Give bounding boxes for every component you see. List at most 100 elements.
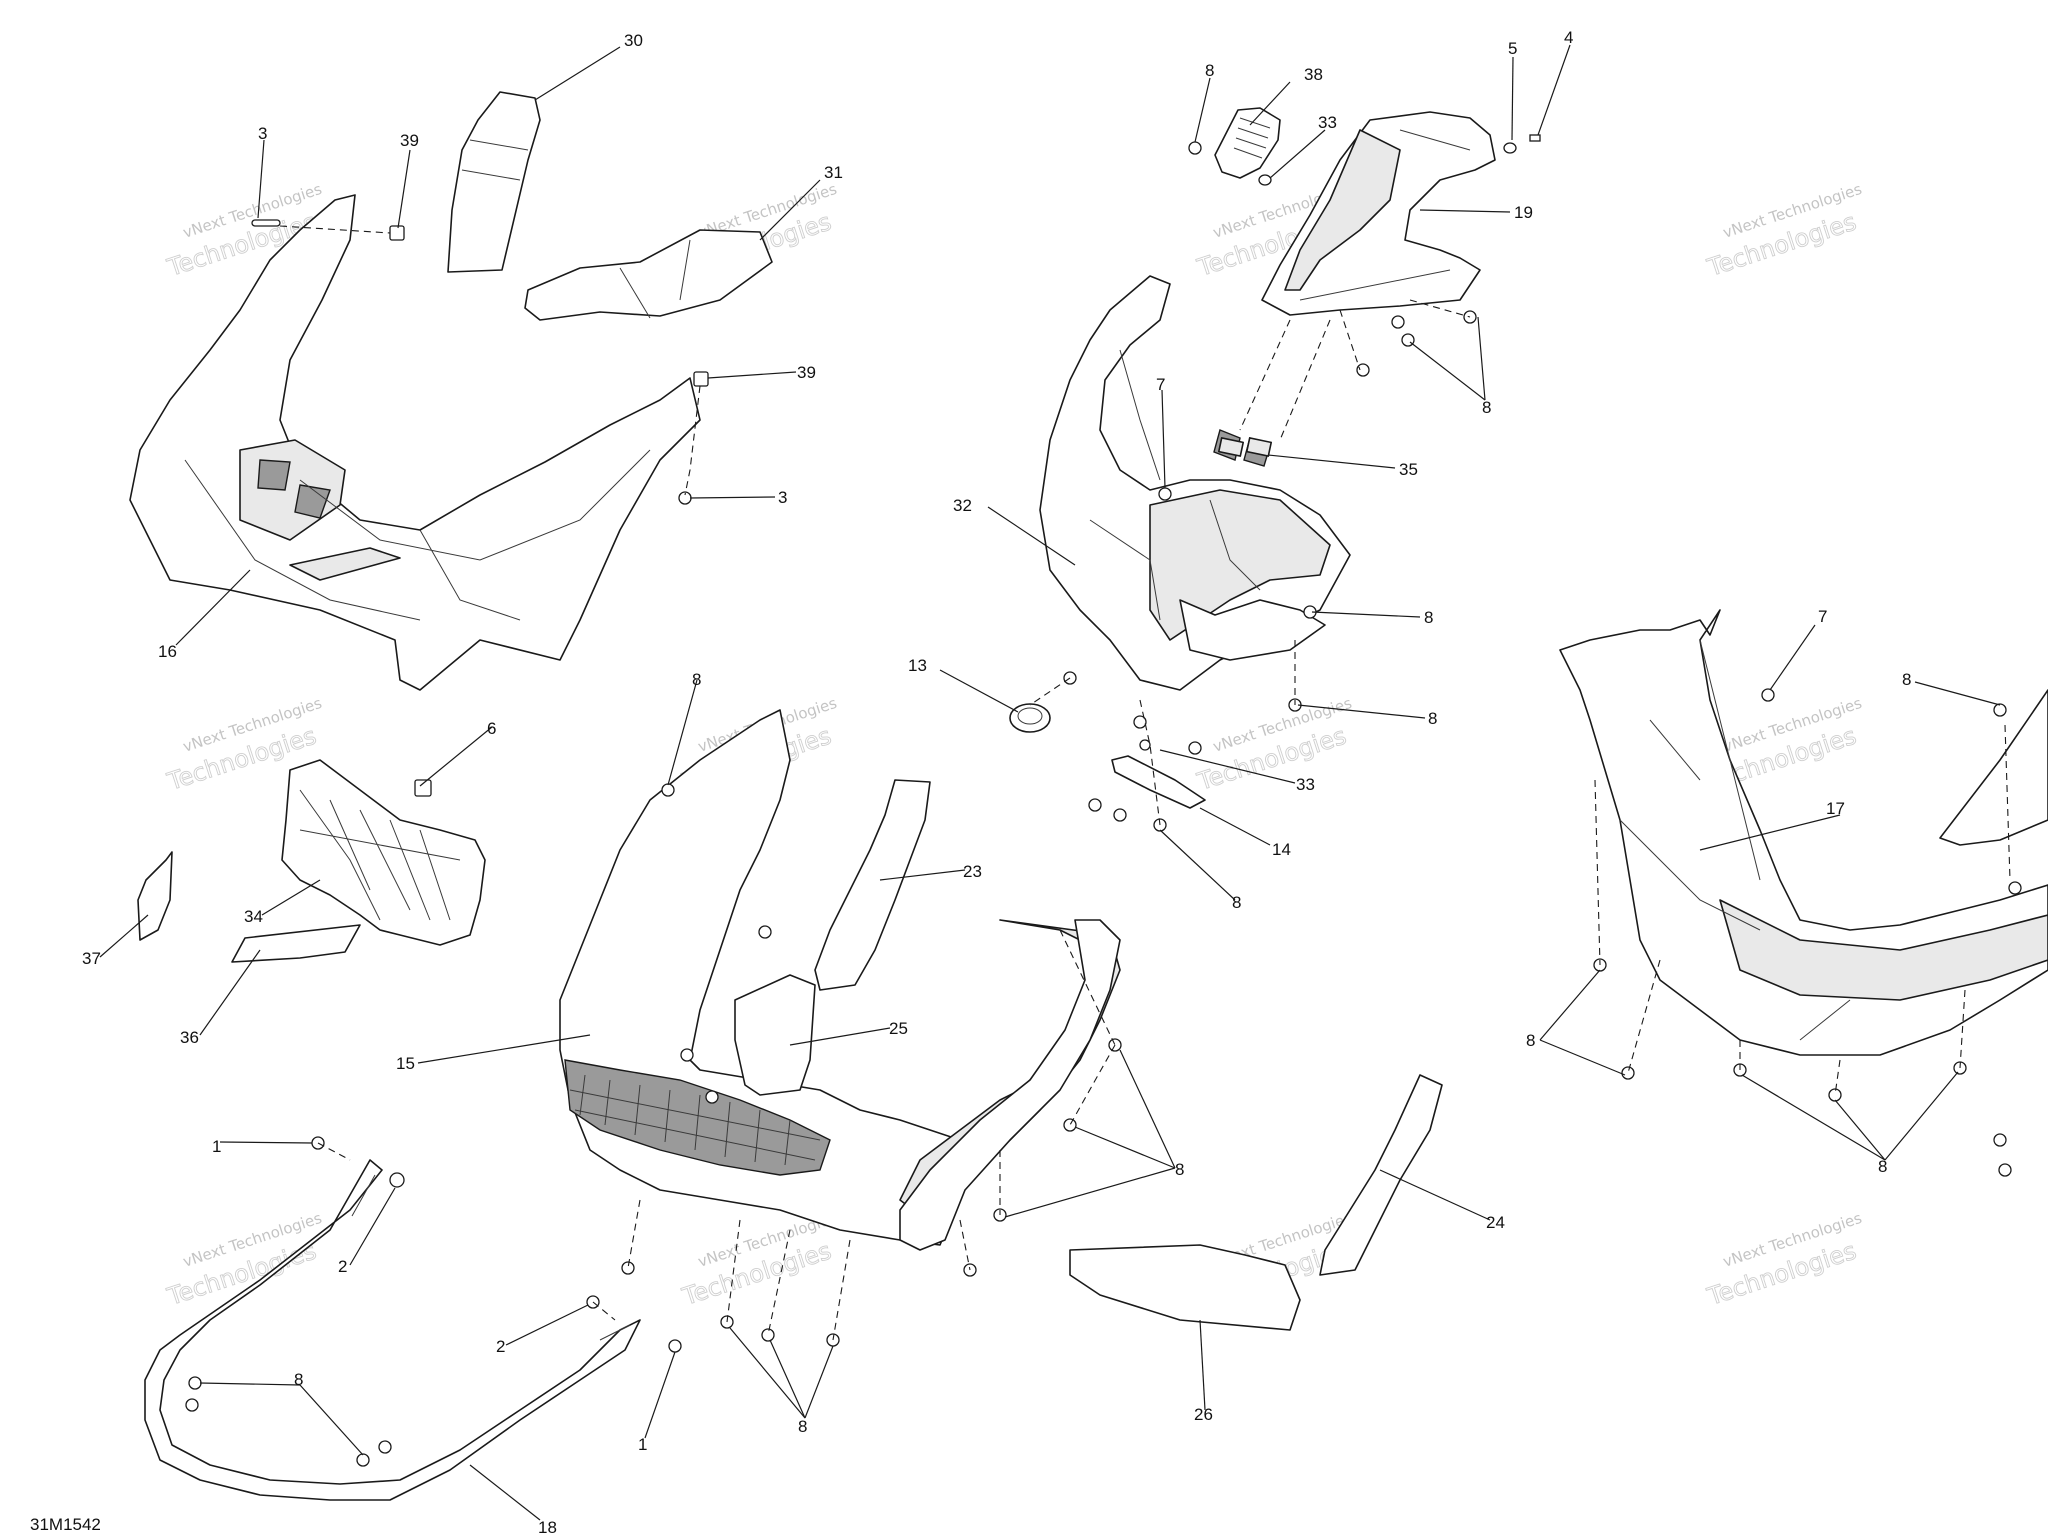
- callout-label: 16: [158, 642, 177, 661]
- bolt-icon: [1188, 141, 1202, 155]
- callout-label: 3: [258, 124, 267, 143]
- clip-icon: [414, 779, 432, 797]
- callout-label: 15: [396, 1054, 415, 1073]
- callout-label: 8: [1428, 709, 1437, 728]
- part-15-lower-front: [559, 709, 1121, 1251]
- part-19-duct: [1261, 111, 1496, 316]
- callout-label: 1: [638, 1435, 647, 1454]
- callout-label: 36: [180, 1028, 199, 1047]
- part-24-pad: [1319, 1074, 1443, 1276]
- part-38-vent: [1214, 107, 1281, 179]
- part-36-pad: [231, 924, 361, 963]
- part-23-pad: [814, 779, 931, 991]
- callout-label: 39: [400, 131, 419, 150]
- callout-labels: 30 3 39 31 39 3 16 8 38 33 5 4 19 8 7 35…: [82, 28, 1911, 1536]
- callout-label: 33: [1318, 113, 1337, 132]
- bolt-icon: [356, 1453, 370, 1467]
- callout-label: 8: [1902, 670, 1911, 689]
- callout-label: 8: [1205, 61, 1214, 80]
- bolt-icon: [661, 783, 675, 797]
- part-16-upper-cowl: [129, 194, 701, 691]
- watermark: vNext Technologies Technologies: [1703, 180, 1864, 283]
- bolt-icon: [389, 1172, 405, 1188]
- callout-label: 19: [1514, 203, 1533, 222]
- callout-label: 30: [624, 31, 643, 50]
- callout-label: 23: [963, 862, 982, 881]
- callout-label: 38: [1304, 65, 1323, 84]
- bolt-icon: [1993, 703, 2007, 717]
- bolt-icon: [1356, 363, 1370, 377]
- callout-label: 6: [487, 719, 496, 738]
- bolt-icon: [378, 1440, 392, 1454]
- bolt-icon: [1993, 1133, 2007, 1147]
- bolt-icon: [705, 1090, 719, 1104]
- bolt-icon: [1828, 1088, 1842, 1102]
- assembly-lines: [279, 225, 2011, 1341]
- bolt-icon: [1529, 134, 1541, 142]
- callout-label: 7: [1156, 375, 1165, 394]
- callout-label: 8: [1482, 398, 1491, 417]
- bolt-icon: [758, 925, 772, 939]
- callout-label: 14: [1272, 840, 1291, 859]
- leader-lines: [99, 44, 2001, 1521]
- bolt-icon: [1088, 798, 1102, 812]
- callout-label: 18: [538, 1518, 557, 1536]
- bolt-icon: [680, 1048, 694, 1062]
- bolt-icon: [188, 1376, 202, 1390]
- callout-label: 24: [1486, 1213, 1505, 1232]
- bolt-icon: [1113, 808, 1127, 822]
- drawing-id: 31M1542: [30, 1515, 101, 1534]
- part-25-pad: [734, 974, 816, 1096]
- callout-label: 26: [1194, 1405, 1213, 1424]
- callout-label: 13: [908, 656, 927, 675]
- bolt-icon: [1188, 741, 1202, 755]
- part-37-pad: [137, 851, 173, 941]
- clip-icon: [693, 371, 709, 387]
- part-31-panel: [524, 229, 773, 321]
- bolt-icon: [1761, 688, 1775, 702]
- callout-label: 2: [496, 1337, 505, 1356]
- part-30-panel: [447, 91, 541, 273]
- clip-icon: [389, 225, 405, 241]
- part-32-center-frame: [1039, 275, 1351, 691]
- bolt-icon: [251, 219, 281, 227]
- bolt-icon: [1998, 1163, 2012, 1177]
- part-13-cap: [1009, 703, 1051, 733]
- bolt-icon: [668, 1339, 682, 1353]
- callout-label: 8: [1424, 608, 1433, 627]
- callout-label: 8: [692, 670, 701, 689]
- callout-label: 4: [1564, 28, 1573, 47]
- bolt-icon: [1391, 315, 1405, 329]
- part-26-pad: [1069, 1244, 1301, 1331]
- bolt-icon: [761, 1328, 775, 1342]
- bolt-icon: [2008, 881, 2022, 895]
- bolt-icon: [621, 1261, 635, 1275]
- bolt-icon: [1158, 487, 1172, 501]
- callout-label: 35: [1399, 460, 1418, 479]
- part-18-bumper-bar: [144, 1159, 641, 1501]
- part-17-lower-frame: [1559, 609, 2048, 1056]
- callout-label: 33: [1296, 775, 1315, 794]
- callout-label: 32: [953, 496, 972, 515]
- callout-label: 37: [82, 949, 101, 968]
- callout-label: 8: [798, 1417, 807, 1436]
- callout-label: 31: [824, 163, 843, 182]
- callout-label: 25: [889, 1019, 908, 1038]
- callout-label: 8: [294, 1370, 303, 1389]
- callout-label: 34: [244, 907, 263, 926]
- callout-label: 2: [338, 1257, 347, 1276]
- part-35-clips: [1217, 437, 1273, 457]
- callout-label: 3: [778, 488, 787, 507]
- part-34-grille-bracket: [281, 759, 486, 946]
- callout-label: 8: [1526, 1031, 1535, 1050]
- bolt-icon: [185, 1398, 199, 1412]
- bolt-icon: [1139, 739, 1151, 751]
- callout-label: 8: [1175, 1160, 1184, 1179]
- callout-label: 39: [797, 363, 816, 382]
- watermark: vNext Technologies Technologies: [1703, 1209, 1864, 1312]
- callout-label: 5: [1508, 39, 1517, 58]
- callout-label: 17: [1826, 799, 1845, 818]
- callout-label: 1: [212, 1137, 221, 1156]
